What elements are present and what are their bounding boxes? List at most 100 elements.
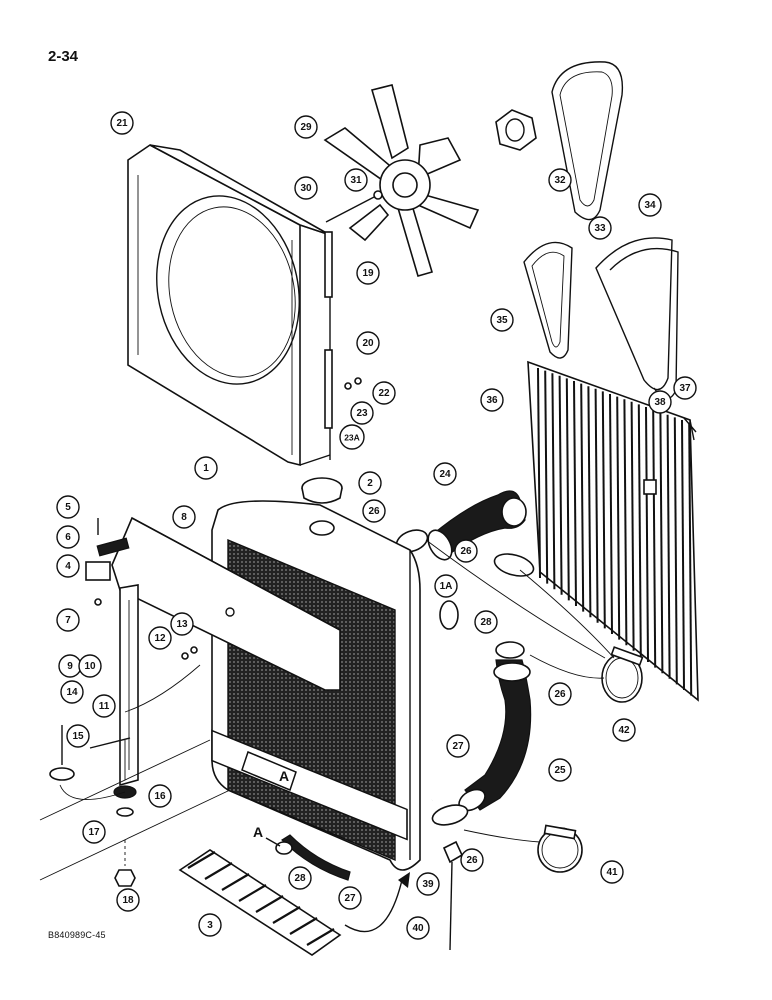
callout-27: 27 <box>338 886 362 910</box>
callout-circle <box>148 784 172 808</box>
callout-label: 8 <box>181 512 187 523</box>
grille-slat <box>537 367 541 579</box>
callout-circle <box>474 610 498 634</box>
page-number: 2-34 <box>48 48 79 65</box>
callout-31: 31 <box>344 168 368 192</box>
callout-circle <box>294 176 318 200</box>
callout-24: 24 <box>433 462 457 486</box>
cooling-fan <box>323 84 480 277</box>
callout-label: 29 <box>300 122 312 133</box>
callout-36: 36 <box>480 388 504 412</box>
callout-22: 22 <box>372 381 396 405</box>
callout-label: 11 <box>99 701 110 712</box>
grille-slat <box>681 419 685 691</box>
callout-label: 20 <box>362 338 374 349</box>
callout-label: 1 <box>203 463 209 474</box>
callout-9: 9 <box>58 654 82 678</box>
grille-clip <box>643 479 657 495</box>
grille-slat <box>616 396 621 640</box>
callout-40: 40 <box>406 916 430 940</box>
callout-25: 25 <box>548 758 572 782</box>
callout-circle <box>116 888 140 912</box>
callout-label: 33 <box>594 223 606 234</box>
callout-label: 16 <box>154 791 166 802</box>
upright-support <box>119 584 198 787</box>
callout-label: 23 <box>356 408 368 419</box>
view-marker-upper: A <box>241 750 297 792</box>
tank-rib <box>289 917 318 935</box>
callout-41: 41 <box>600 860 624 884</box>
filler-neck <box>309 520 335 536</box>
callout-33: 33 <box>588 216 612 240</box>
fan-spacer <box>495 109 537 151</box>
callout-label: 13 <box>176 619 188 630</box>
callout-label: 28 <box>480 617 492 628</box>
callout-39: 39 <box>416 872 440 896</box>
callout-label: 2 <box>367 478 373 489</box>
callout-1: 1 <box>194 456 218 480</box>
callout-label: 27 <box>344 893 356 904</box>
grille-slat <box>565 378 570 601</box>
callout-circle <box>648 390 672 414</box>
callout-label: 6 <box>65 532 71 543</box>
callout-circle <box>358 471 382 495</box>
callout-37: 37 <box>673 376 697 400</box>
callout-label: 23A <box>344 433 360 443</box>
callout-label: 18 <box>122 895 134 906</box>
callout-circle <box>548 682 572 706</box>
callout-26: 26 <box>548 682 572 706</box>
callout-label: 7 <box>65 615 71 626</box>
callout-3: 3 <box>198 913 222 937</box>
callout-circle <box>56 525 80 549</box>
callout-circle <box>110 111 134 135</box>
callout-label: 41 <box>606 867 618 878</box>
callout-23: 23 <box>350 401 374 425</box>
callout-label: 15 <box>72 731 84 742</box>
tank-rib <box>272 906 301 924</box>
callout-label: 12 <box>154 633 166 644</box>
callout-circle <box>148 626 172 650</box>
grille-slat <box>630 401 635 651</box>
callout-circle <box>490 308 514 332</box>
callout-circle <box>170 612 194 636</box>
lower-hose <box>458 641 532 812</box>
shroud-bracket-upper <box>324 231 333 298</box>
clamp-42 <box>601 646 644 703</box>
callout-label: 35 <box>496 315 508 326</box>
fan-belt-33 <box>551 61 624 221</box>
callout-circle <box>588 216 612 240</box>
callout-26: 26 <box>460 848 484 872</box>
fan-bolt <box>325 195 377 223</box>
callout-label: 37 <box>679 383 691 394</box>
isolator-pad <box>96 537 130 557</box>
callout-circle <box>356 331 380 355</box>
callout-label: 25 <box>554 765 566 776</box>
callout-35: 35 <box>490 308 514 332</box>
grille-slat <box>551 373 556 590</box>
callout-26: 26 <box>362 499 386 523</box>
callout-label: 26 <box>554 689 566 700</box>
callout-circle <box>416 872 440 896</box>
callout-label: 3 <box>207 920 213 931</box>
grille-slat <box>637 404 642 657</box>
callout-21: 21 <box>110 111 134 135</box>
callout-29: 29 <box>294 115 318 139</box>
callout-circle <box>356 261 380 285</box>
callout-circle <box>673 376 697 400</box>
mount-plate <box>85 561 111 581</box>
drain-hose <box>281 834 351 881</box>
callout-6: 6 <box>56 525 80 549</box>
belt-35 <box>523 241 573 359</box>
callout-circle <box>362 499 386 523</box>
callout-8: 8 <box>172 505 196 529</box>
callout-7: 7 <box>56 608 80 632</box>
callout-11: 11 <box>92 694 116 718</box>
callout-label: 4 <box>65 561 71 572</box>
callout-label: 26 <box>368 506 380 517</box>
callout-label: 36 <box>486 395 498 406</box>
callout-label: 28 <box>294 873 306 884</box>
tank-rib <box>255 895 284 913</box>
callout-label: 30 <box>300 183 312 194</box>
clamp-41 <box>537 824 583 873</box>
